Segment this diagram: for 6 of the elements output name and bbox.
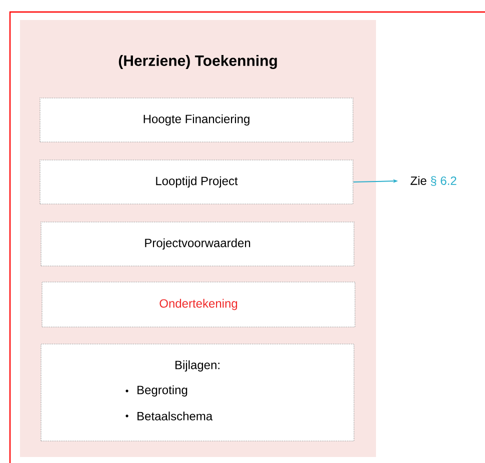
reference-text: Zie § 6.2: [410, 176, 456, 186]
list-box: Bijlagen: Begroting Betaalschema: [40, 344, 354, 442]
item-box: Ondertekening: [42, 282, 356, 328]
item-box: Looptijd Project: [40, 160, 354, 204]
item-box: Hoogte Financiering: [40, 98, 354, 142]
item-box: Projectvoorwaarden: [40, 222, 354, 266]
